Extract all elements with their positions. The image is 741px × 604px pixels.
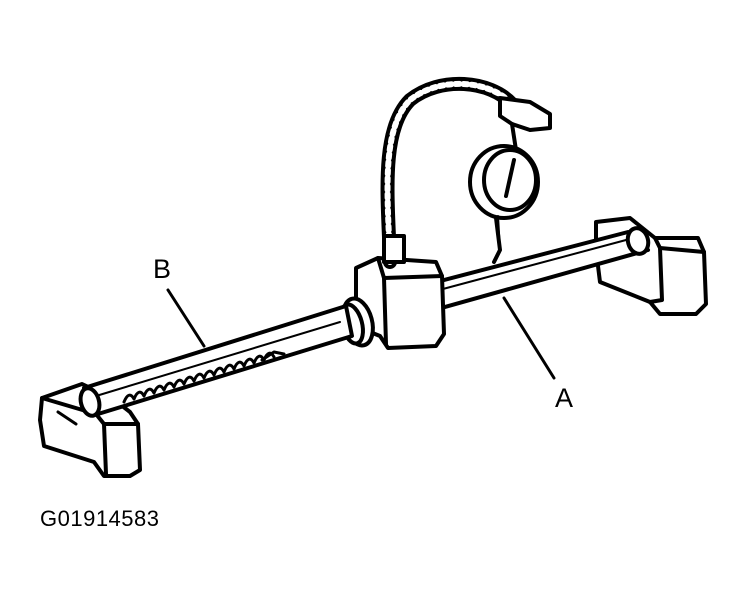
- right-support-block: [594, 216, 708, 316]
- spring: [122, 350, 286, 404]
- magnetic-base: [354, 256, 446, 350]
- leader-line-a: [502, 296, 556, 380]
- leader-line-b: [166, 288, 206, 348]
- callout-b: B: [153, 254, 172, 284]
- gooseneck-arm: [380, 77, 519, 269]
- figure-id: G01914583: [40, 506, 160, 531]
- dial-indicator: [468, 144, 540, 264]
- callout-a: A: [555, 383, 574, 413]
- thin-rod: [78, 304, 354, 418]
- indicator-clamp: [498, 96, 552, 152]
